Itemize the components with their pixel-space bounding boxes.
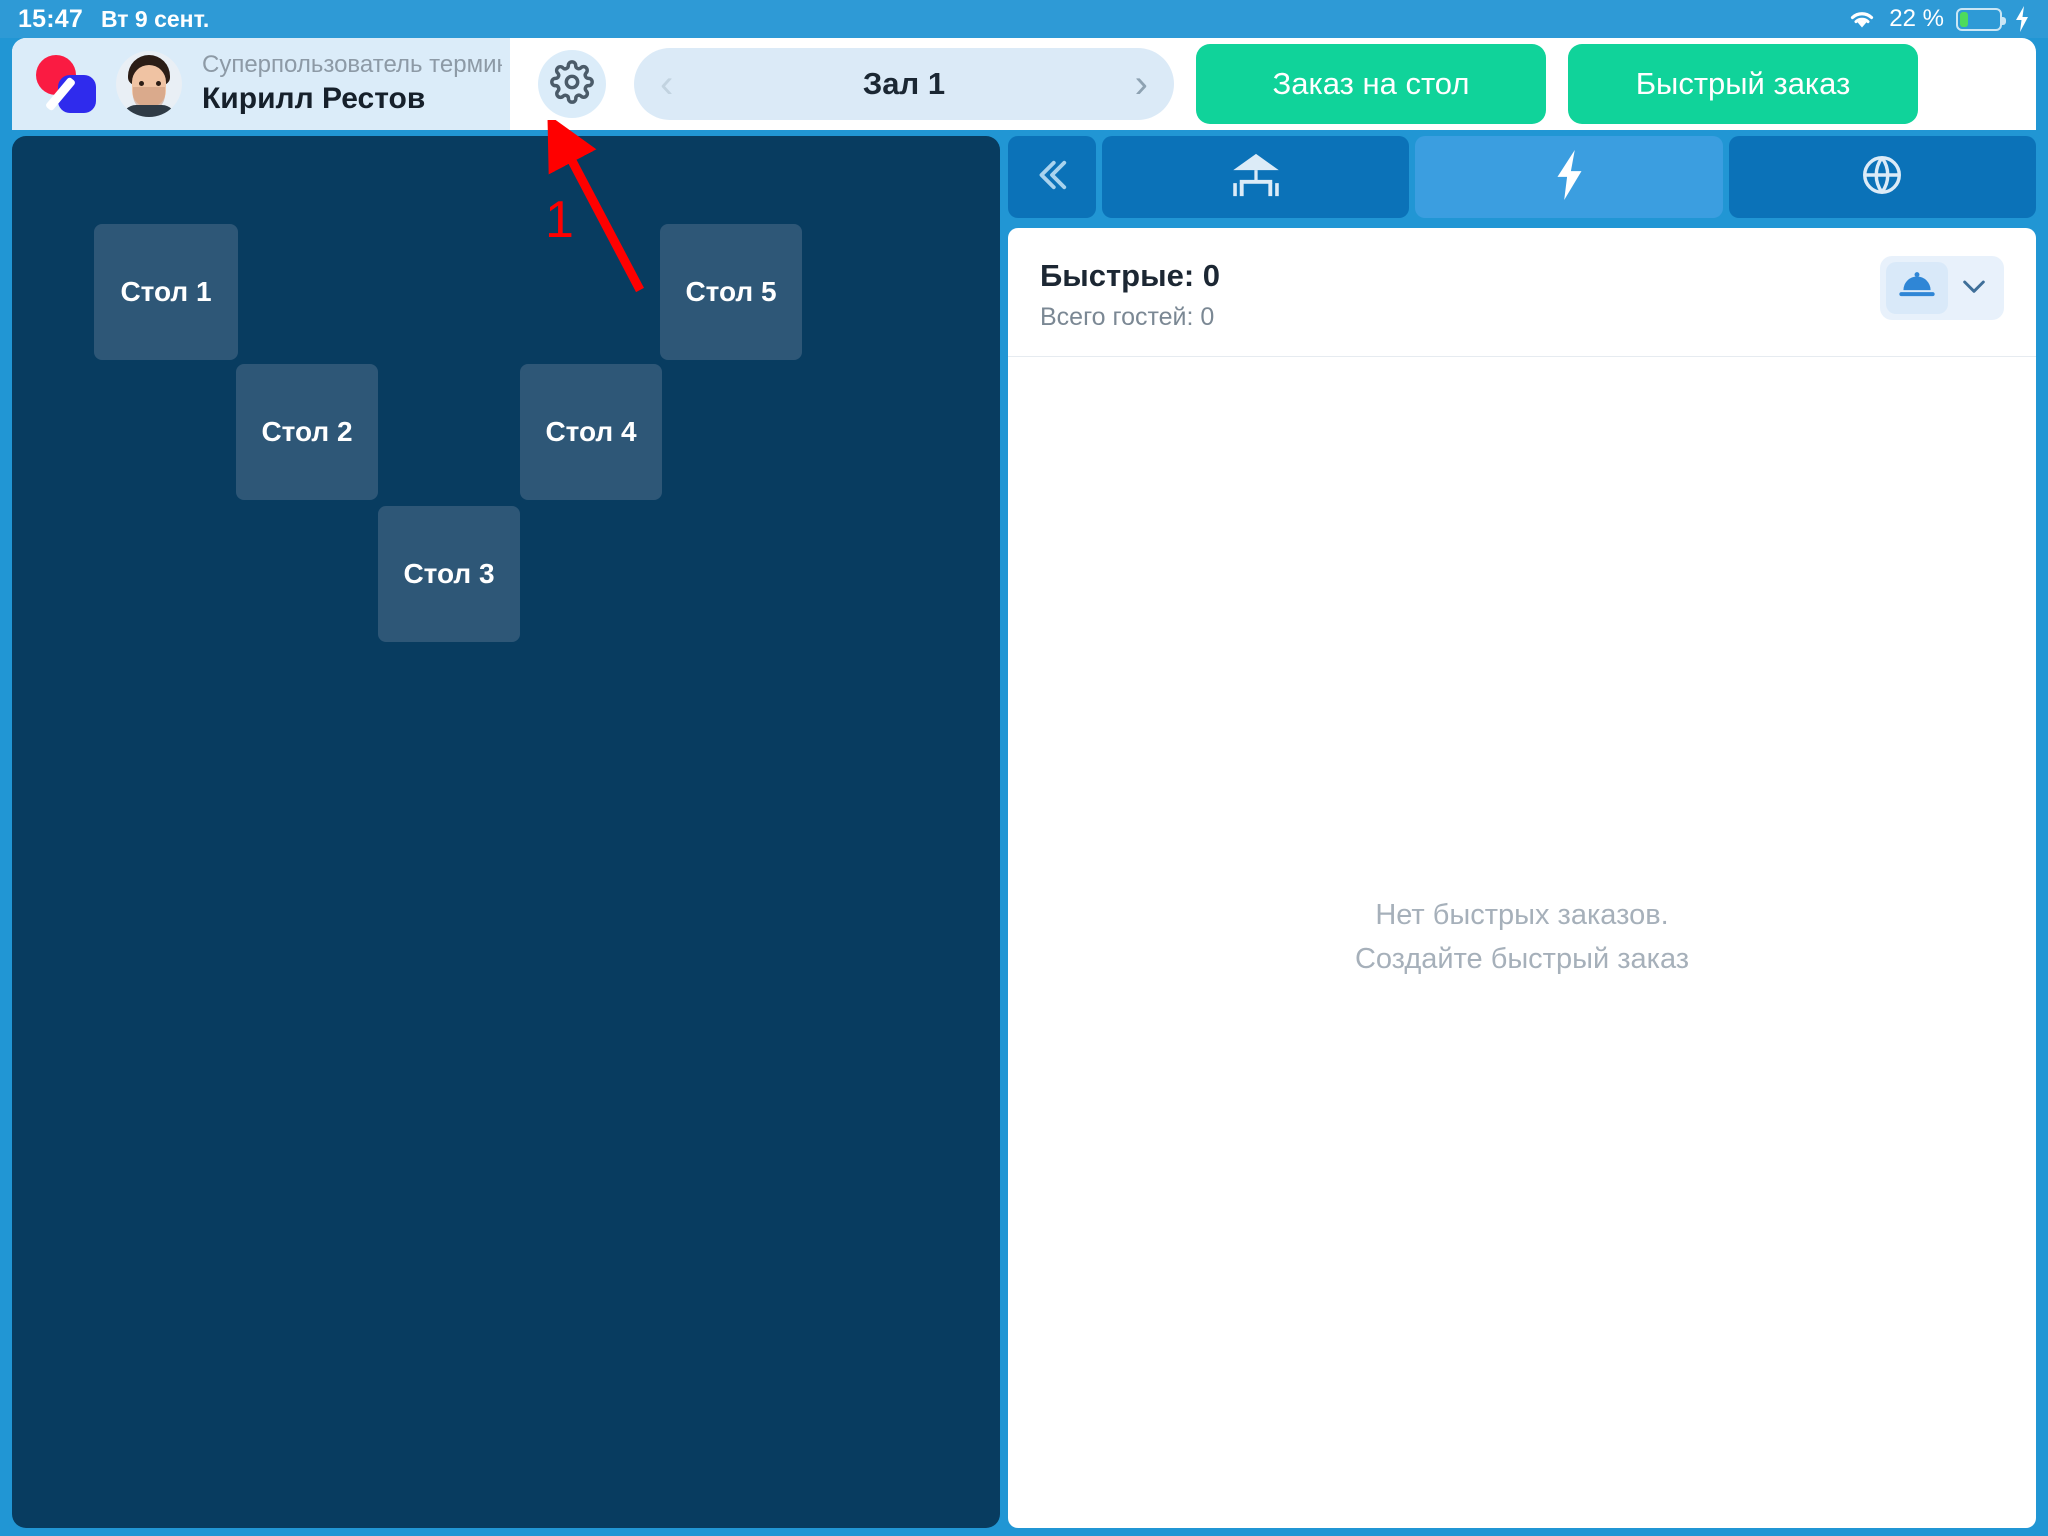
chevron-left-icon[interactable]: ‹ (660, 62, 674, 106)
tab-quick-orders[interactable] (1415, 136, 1723, 218)
table-box[interactable]: Стол 1 (94, 224, 238, 360)
user-name: Кирилл Рестов (202, 82, 426, 115)
tab-delivery[interactable] (1728, 136, 2036, 218)
total-guests-count: Всего гостей: 0 (1040, 303, 1215, 331)
quick-order-button[interactable]: Быстрый заказ (1568, 44, 1918, 124)
user-identity: Суперпользователь термин... Кирилл Ресто… (202, 50, 502, 118)
table-box[interactable]: Стол 4 (520, 364, 662, 500)
terrace-table-icon (1230, 152, 1282, 203)
avatar (116, 51, 182, 117)
table-box[interactable]: Стол 3 (378, 506, 520, 642)
status-bar-left: 15:47 Вт 9 сент. (18, 5, 209, 34)
collapse-panel-button[interactable] (1008, 136, 1096, 218)
empty-state: Нет быстрых заказов. Создайте быстрый за… (1008, 357, 2036, 1517)
settings-button[interactable] (538, 50, 606, 118)
wifi-icon (1847, 7, 1877, 31)
annotation-step-number: 1 (545, 191, 574, 249)
chevron-right-icon[interactable]: › (1134, 62, 1148, 106)
battery-percent: 22 % (1889, 5, 1944, 32)
table-box[interactable]: Стол 2 (236, 364, 378, 500)
chevron-down-icon (1958, 270, 1990, 307)
quick-orders-panel: Быстрые: 0 Всего гостей: 0 (1008, 228, 2036, 1528)
expand-button[interactable] (1954, 262, 1994, 314)
lightning-bolt-icon (1549, 149, 1589, 205)
annotation-arrow (547, 120, 644, 293)
quick-orders-count: Быстрые: 0 (1040, 258, 1221, 293)
status-bar-right: 22 % (1847, 5, 2030, 33)
double-chevron-left-icon (1031, 154, 1073, 201)
status-time: 15:47 (18, 4, 83, 33)
order-to-table-button[interactable]: Заказ на стол (1196, 44, 1546, 124)
empty-state-line-1: Нет быстрых заказов. (1375, 899, 1669, 931)
empty-state-line-2: Создайте быстрый заказ (1354, 943, 1690, 975)
table-box[interactable]: Стол 5 (660, 224, 802, 360)
app-header: Суперпользователь термин... Кирилл Ресто… (12, 38, 2036, 130)
charging-bolt-icon (2014, 6, 2030, 32)
tab-halls[interactable] (1102, 136, 1410, 218)
status-date: Вт 9 сент. (100, 5, 210, 32)
header-user-block[interactable]: Суперпользователь термин... Кирилл Ресто… (12, 38, 510, 130)
battery-icon (1956, 7, 2006, 31)
hall-selector[interactable]: ‹ Зал 1 › (634, 48, 1174, 120)
serving-dome-icon (1898, 271, 1936, 306)
user-role: Суперпользователь термин... (202, 51, 502, 78)
right-panel: Быстрые: 0 Всего гостей: 0 (1008, 136, 2036, 1528)
globe-icon (1859, 152, 1905, 203)
right-panel-tabbar (1008, 136, 2036, 218)
gear-icon (550, 59, 594, 109)
status-bar: 15:47 Вт 9 сент. 22 % (0, 0, 2048, 38)
quick-orders-header: Быстрые: 0 Всего гостей: 0 (1008, 228, 2036, 357)
serve-button[interactable] (1886, 262, 1948, 314)
quick-orders-actions (1880, 256, 2004, 320)
hall-name: Зал 1 (862, 66, 946, 101)
app-logo-icon (36, 53, 98, 115)
